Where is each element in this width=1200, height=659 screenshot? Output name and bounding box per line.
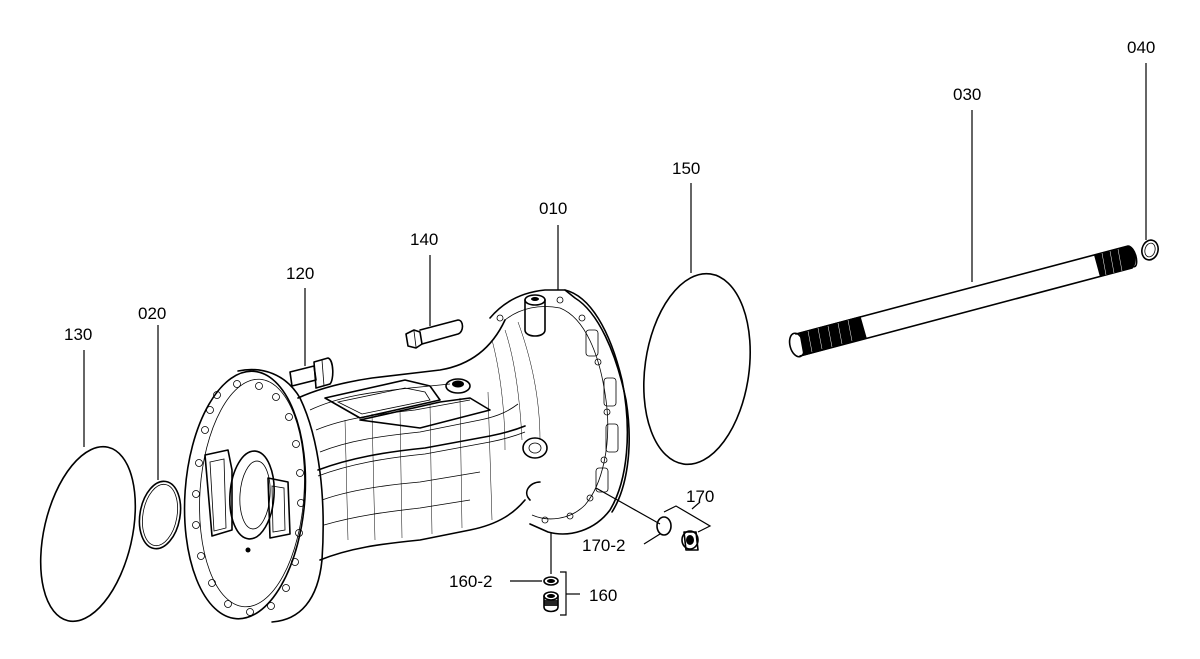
label-120: 120 (286, 264, 314, 283)
right-spline-hatch (1101, 248, 1123, 276)
label-160-2: 160-2 (449, 572, 492, 591)
part-150-o-ring: 150 (643, 159, 751, 466)
part-140-bolt: 140 (405, 230, 464, 349)
part-120-bolt: 120 (286, 264, 334, 389)
label-170: 170 (686, 487, 714, 506)
left-spline-hatch (807, 319, 853, 353)
part-170-plug: 170-2 170 (582, 487, 714, 555)
label-160: 160 (589, 586, 617, 605)
label-030: 030 (953, 85, 981, 104)
label-130: 130 (64, 325, 92, 344)
label-040: 040 (1127, 38, 1155, 57)
part-020-o-ring: 020 (138, 304, 182, 550)
flange-bolt-holes (192, 380, 305, 616)
label-150: 150 (672, 159, 700, 178)
part-010-axle-housing: 010 (183, 199, 630, 623)
part-030-axle-shaft: 030 (788, 85, 1138, 358)
right-flange-lugs (496, 296, 619, 524)
part-160-drain-plug: 160-2 160 (449, 532, 617, 616)
label-020: 020 (138, 304, 166, 323)
part-130-gasket: 130 (39, 325, 137, 623)
label-140: 140 (410, 230, 438, 249)
label-010: 010 (539, 199, 567, 218)
part-040-snap-ring: 040 (1127, 38, 1159, 261)
label-170-2: 170-2 (582, 536, 625, 555)
